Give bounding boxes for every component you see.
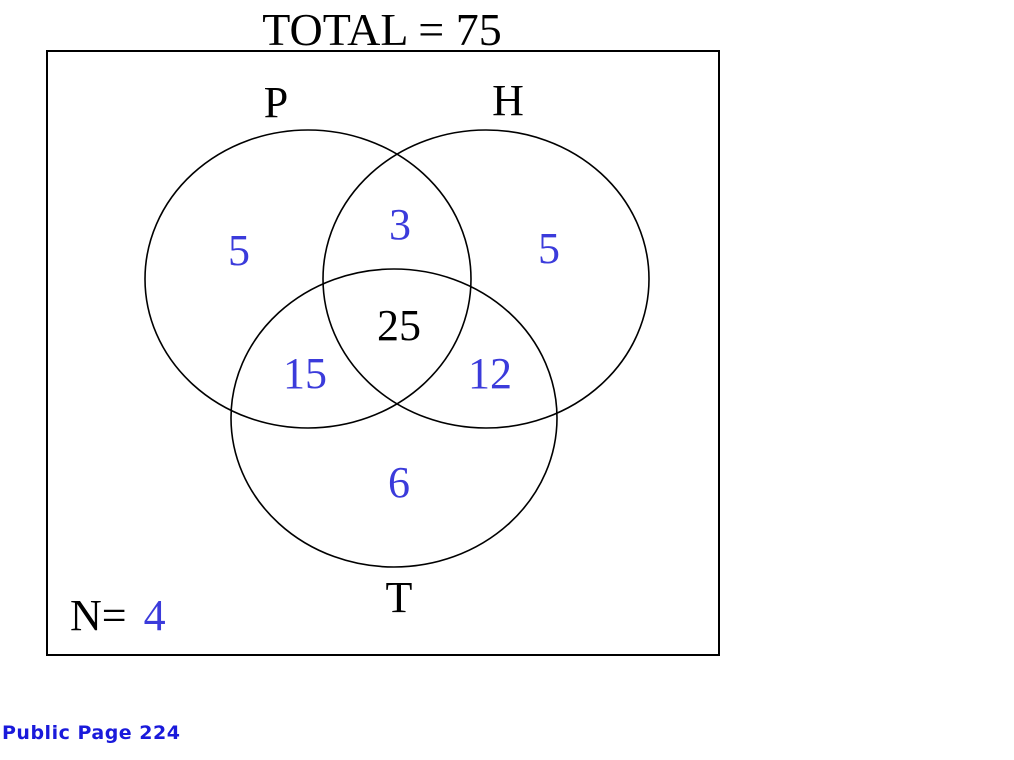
set-label-h: H — [492, 76, 524, 125]
region-h-and-t: 12 — [468, 349, 512, 398]
region-h-only: 5 — [538, 224, 560, 273]
circle-h — [322, 129, 650, 429]
set-label-p: P — [264, 78, 288, 127]
none-label: N= — [70, 591, 127, 640]
universe-box — [46, 50, 720, 656]
circle-p — [144, 129, 472, 429]
footer-page-label: Public Page 224 — [2, 722, 181, 744]
region-p-only: 5 — [228, 226, 250, 275]
region-p-and-t: 15 — [283, 349, 327, 398]
none-value: 4 — [144, 591, 166, 640]
circle-t — [230, 268, 558, 568]
region-p-and-h: 3 — [389, 200, 411, 249]
none-count: N= 4 — [70, 591, 166, 640]
region-t-only: 6 — [388, 458, 410, 507]
set-label-t: T — [386, 573, 413, 622]
diagram-title: TOTAL = 75 — [262, 4, 501, 55]
region-all-three: 25 — [377, 301, 421, 350]
